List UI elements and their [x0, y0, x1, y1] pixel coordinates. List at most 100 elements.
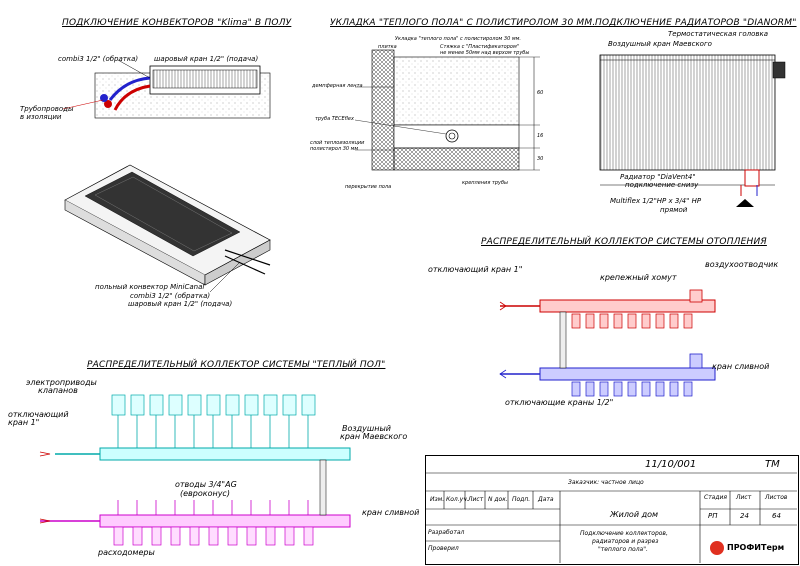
stamp-prover: Проверил	[428, 545, 459, 552]
heating-outlets	[571, 313, 693, 397]
label-insulation-2: полистирол 30 мм	[310, 146, 359, 152]
heating-return-outlet	[669, 381, 679, 397]
heating-supply-outlet	[585, 313, 595, 329]
flowmeter	[189, 526, 200, 546]
stamp-sheet: 24	[740, 512, 749, 520]
label-pipe: труба TECEflex	[315, 116, 354, 122]
label-minicanal: польный конвектор MiniCanal	[95, 283, 205, 291]
stamp-col-data: Дата	[538, 496, 554, 503]
underfloor-manifold	[39, 447, 351, 528]
dim-30: 30	[537, 156, 544, 162]
label-multiflex: Multiflex 1/2"НР x 3/4" НР	[610, 197, 702, 205]
flowmeter	[170, 526, 181, 546]
dim-60: 60	[537, 90, 544, 96]
label-uf-air-1: Воздушный	[342, 424, 391, 433]
floor-section	[354, 49, 540, 171]
label-pipes-1: Трубопроводы	[20, 105, 74, 113]
underfloor-actuators	[111, 394, 316, 448]
label-drain: кран сливной	[712, 362, 770, 371]
label-insulation-1: слой теплоизоляции	[310, 140, 365, 146]
label-radiator-model: Радиатор "DiaVent4"	[620, 173, 696, 181]
label-screed-1: Стяжка с "Пластификатором"	[440, 44, 520, 50]
label-tile: плитка	[378, 44, 397, 50]
label-shutoff: отключающий кран 1"	[428, 265, 523, 274]
stamp-stage: РП	[708, 512, 718, 520]
stamp-col-koluch: Кол.уч.	[446, 496, 469, 503]
stamp-sheet-h: Лист	[736, 494, 752, 501]
heating-return-outlet	[613, 381, 623, 397]
label-combi-return-2: combi3 1/2" (обратка)	[130, 292, 211, 300]
stamp-sheets-h: Листов	[765, 494, 788, 501]
label-uf-shutoff-1: отключающий	[8, 410, 69, 419]
stamp-col-list: Лист	[468, 496, 484, 503]
convector-3d	[64, 164, 271, 293]
heating-supply-outlet	[641, 313, 651, 329]
valve-actuator	[225, 394, 240, 416]
valve-actuator	[263, 394, 278, 416]
title-block	[425, 455, 799, 565]
flowmeter	[151, 526, 162, 546]
label-radiator-bottom: подключение снизу	[625, 181, 699, 189]
stamp-code: 11/10/001	[645, 459, 697, 470]
heating-return-outlet	[585, 381, 595, 397]
label-floor-note: Укладка "теплого пола" с полистиролом 30…	[395, 36, 521, 42]
label-thermo-head: Термостатическая головка	[668, 30, 769, 38]
label-clamp: крепежный хомут	[600, 273, 677, 282]
valve-actuator	[130, 394, 145, 416]
label-actuators-1: электроприводы	[26, 378, 97, 387]
label-multiflex-straight: прямой	[660, 206, 688, 214]
heating-return-outlet	[599, 381, 609, 397]
heating-return-outlet	[683, 381, 693, 397]
heating-supply-outlet	[669, 313, 679, 329]
label-fixing: крепления трубы	[462, 180, 509, 186]
stamp-desc-1: Подключение коллекторов,	[580, 530, 668, 537]
flowmeter	[265, 526, 276, 546]
stamp-sheets: 64	[772, 512, 781, 520]
valve-actuator	[301, 394, 316, 416]
flowmeter	[132, 526, 143, 546]
label-ball-valve: шаровый кран 1/2" (подача)	[154, 55, 259, 63]
label-uf-shutoff-2: кран 1"	[8, 418, 40, 427]
title-convectors: ПОДКЛЮЧЕНИЕ КОНВЕКТОРОВ "Klima" В ПОЛУ	[62, 18, 292, 28]
valve-actuator	[206, 394, 221, 416]
stamp-col-izm: Изм.	[430, 496, 445, 503]
logo-text: ПРОФИТерм	[727, 543, 785, 552]
label-slab: перекрытие пола	[345, 184, 392, 190]
valve-actuator	[282, 394, 297, 416]
title-block-lines	[425, 472, 797, 563]
heating-manifold	[499, 289, 716, 381]
label-combi-return: combi3 1/2" (обратка)	[58, 55, 139, 63]
radiator	[599, 54, 786, 207]
label-air-vent: воздухоотводчик	[705, 260, 779, 269]
valve-actuator	[187, 394, 202, 416]
flowmeter	[303, 526, 314, 546]
flowmeter	[246, 526, 257, 546]
heating-return-outlet	[627, 381, 637, 397]
stamp-tm: ТМ	[765, 459, 780, 470]
stamp-col-podp: Подп.	[512, 496, 531, 503]
heating-return-outlet	[641, 381, 651, 397]
underfloor-flowmeters	[113, 500, 314, 546]
label-shutoff-half: отключающие краны 1/2"	[505, 398, 614, 407]
flowmeter	[284, 526, 295, 546]
stamp-desc-3: "теплого пола".	[598, 546, 648, 553]
title-heating-manifold: РАСПРЕДЕЛИТЕЛЬНЫЙ КОЛЛЕКТОР СИСТЕМЫ ОТОП…	[481, 237, 767, 247]
flowmeter	[113, 526, 124, 546]
stamp-col-ndok: N док.	[488, 496, 508, 503]
label-actuators-2: клапанов	[38, 386, 78, 395]
valve-actuator	[244, 394, 259, 416]
logo-mark	[710, 541, 724, 555]
heating-supply-outlet	[683, 313, 693, 329]
heating-supply-outlet	[599, 313, 609, 329]
label-outlets-2: (евроконус)	[180, 489, 230, 498]
title-floor: УКЛАДКА "ТЕПЛОГО ПОЛА" С ПОЛИСТИРОЛОМ 30…	[330, 18, 596, 28]
label-air-valve: Воздушный кран Маевского	[608, 40, 712, 48]
stamp-desc-2: радиаторов и разрез	[592, 538, 659, 545]
stamp-stage-h: Стадия	[704, 494, 728, 501]
valve-actuator	[168, 394, 183, 416]
dim-16: 16	[537, 133, 544, 139]
convector-section	[62, 59, 271, 119]
heating-supply-outlet	[571, 313, 581, 329]
label-uf-air-2: кран Маевского	[340, 432, 408, 441]
